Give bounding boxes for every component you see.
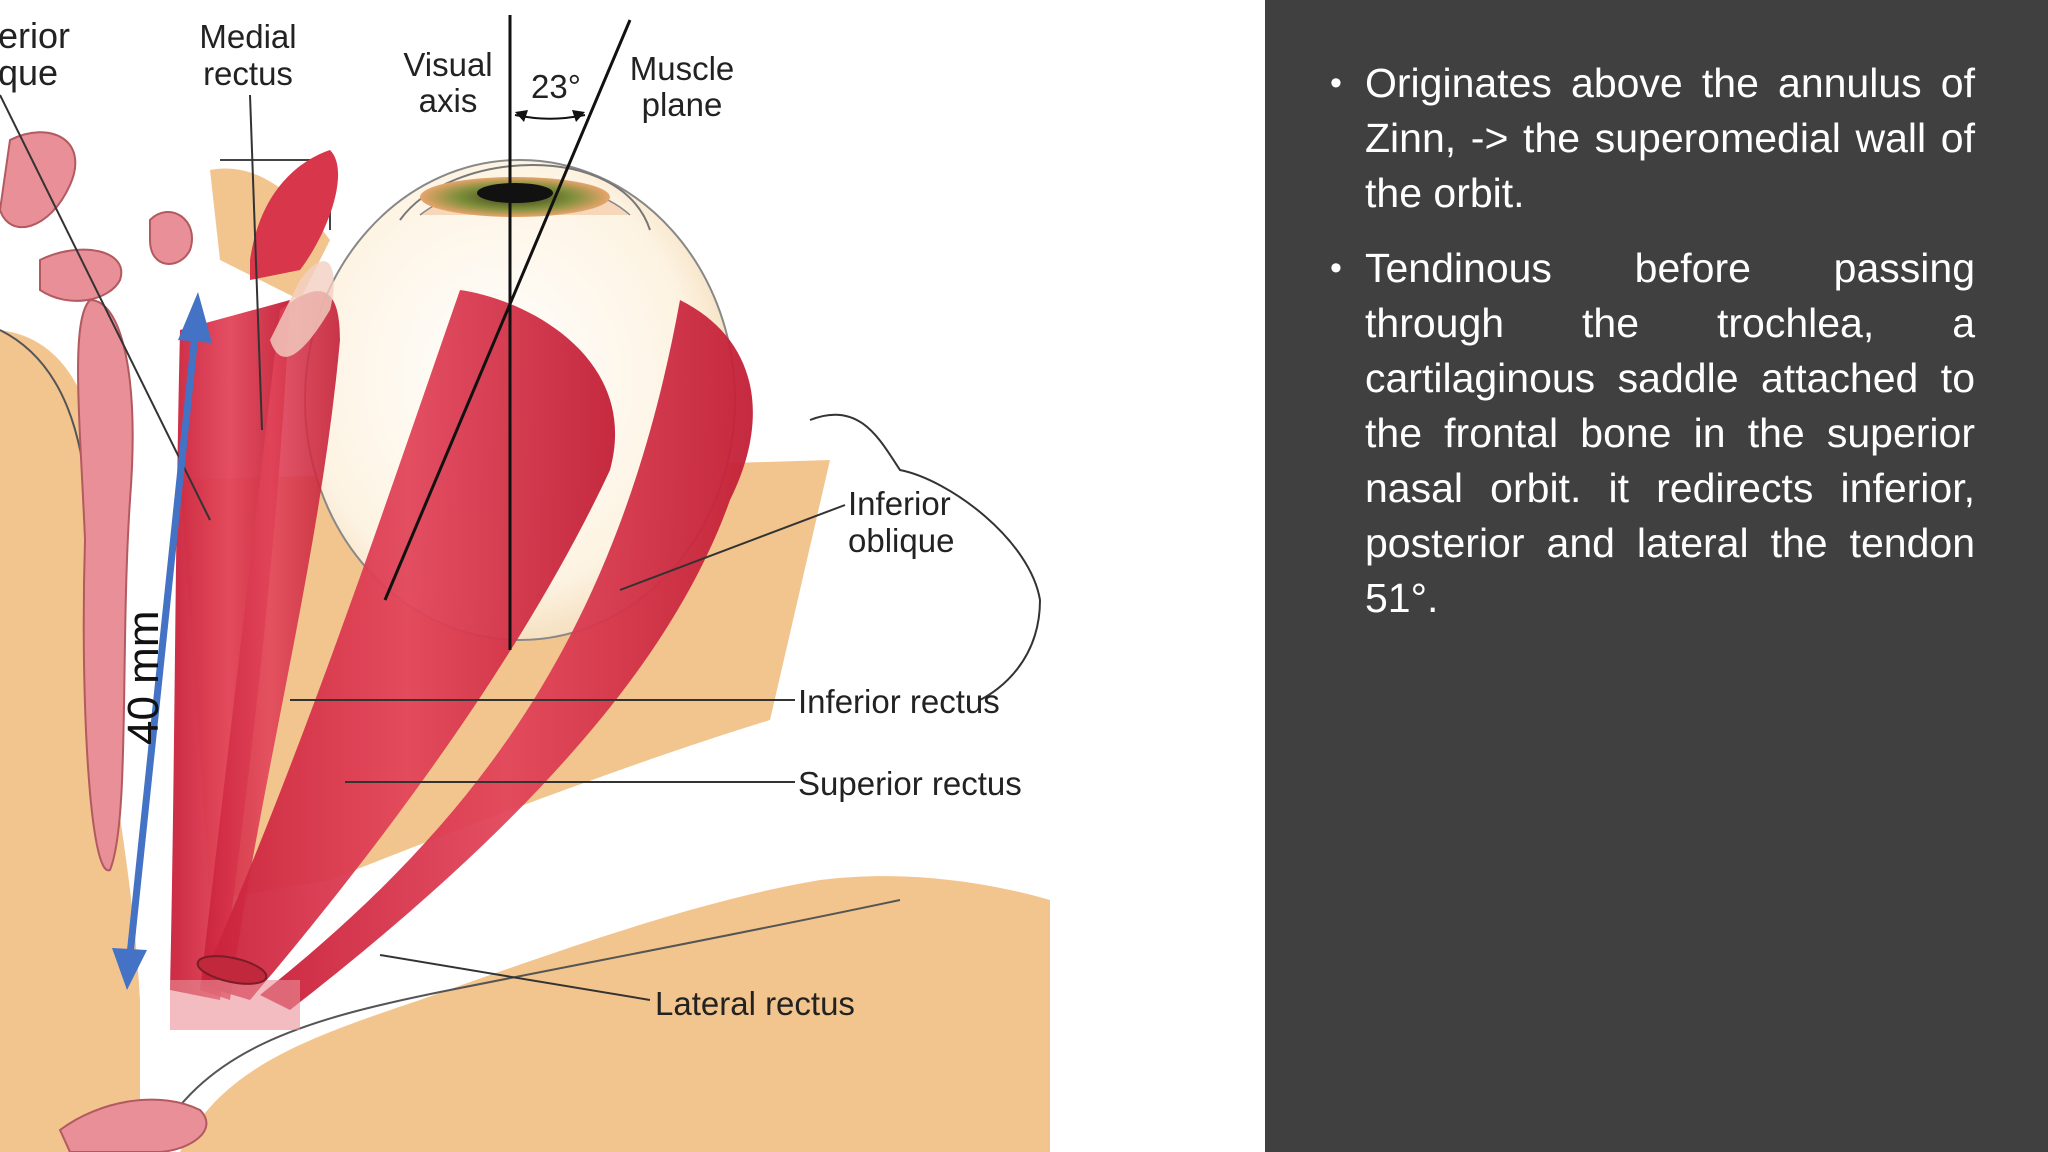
label-measurement: 40 mm	[119, 611, 168, 745]
measurement-arrow	[112, 292, 212, 990]
label-visual-axis-1: Visual	[403, 46, 492, 83]
label-inferior-oblique-top-2: que	[0, 52, 58, 93]
label-inferior-oblique-2: oblique	[848, 522, 954, 559]
label-superior-rectus: Superior rectus	[798, 765, 1022, 802]
label-inferior-oblique-1: Inferior	[848, 485, 951, 522]
extraocular-muscle-diagram: erior que Medial rectus Visual axis 23° …	[0, 15, 1050, 1152]
bullet-list: Originates above the annulus of Zinn, ->…	[1330, 56, 1975, 646]
label-inferior-rectus: Inferior rectus	[798, 683, 1000, 720]
bullet-item: Tendinous before passing through the tro…	[1330, 241, 1975, 626]
label-angle: 23°	[531, 68, 581, 105]
axis-lines	[383, 15, 632, 650]
label-muscle-plane-1: Muscle	[630, 50, 735, 87]
leader-lines	[0, 94, 846, 1001]
label-lateral-rectus: Lateral rectus	[655, 985, 855, 1022]
label-inferior-oblique-top-1: erior	[0, 15, 70, 56]
label-medial-rectus-2: rectus	[203, 55, 293, 92]
medial-bone-shapes	[0, 131, 208, 1152]
label-medial-rectus-1: Medial	[199, 18, 296, 55]
label-visual-axis-2: axis	[419, 82, 478, 119]
diagram-labels: erior que Medial rectus Visual axis 23° …	[0, 15, 1022, 1022]
label-muscle-plane-2: plane	[642, 86, 723, 123]
bullet-item: Originates above the annulus of Zinn, ->…	[1330, 56, 1975, 221]
